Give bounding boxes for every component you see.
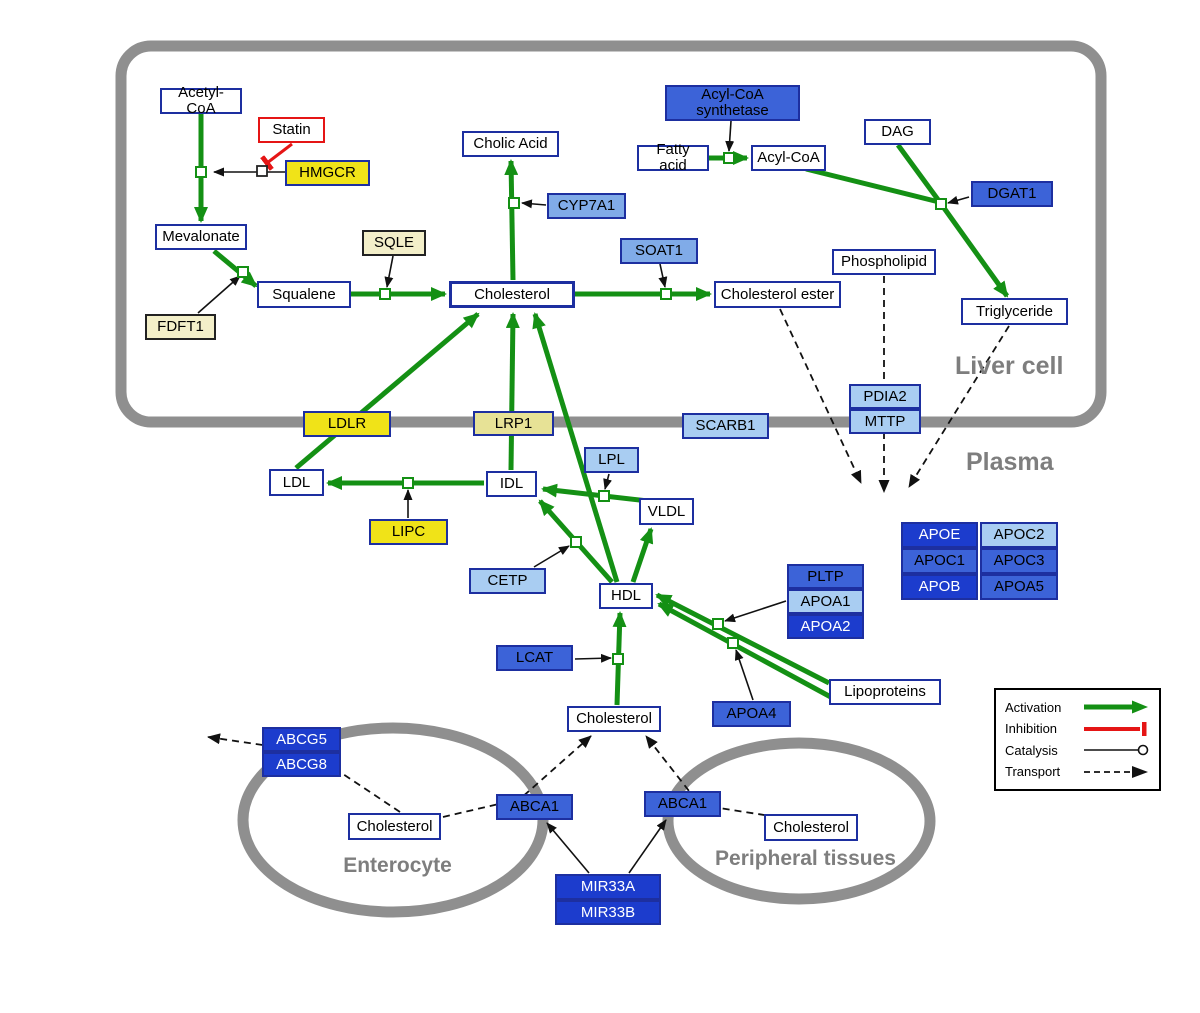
legend: Activation Inhibition Catalysis Transpor… xyxy=(994,688,1161,791)
legend-activation-label: Activation xyxy=(1005,699,1062,715)
node-lipc[interactable]: LIPC xyxy=(369,519,448,545)
catalysis-circle-icon xyxy=(1084,745,1149,756)
activation-edges xyxy=(194,114,1010,706)
node-cholesterol-ester[interactable]: Cholesterol ester xyxy=(714,281,841,308)
legend-catalysis-label: Catalysis xyxy=(1005,742,1058,758)
node-apoe[interactable]: APOE xyxy=(901,522,978,548)
enterocyte-membrane xyxy=(237,722,549,918)
inhibition-edge xyxy=(260,142,293,171)
legend-transport-row: Transport xyxy=(1005,762,1150,782)
node-lrp1[interactable]: LRP1 xyxy=(473,411,554,436)
node-cholesterol-peripheral[interactable]: Cholesterol xyxy=(764,814,858,841)
node-mttp[interactable]: MTTP xyxy=(849,409,921,434)
peripheral-tissues-label: Peripheral tissues xyxy=(715,847,896,870)
activation-arrow-icon xyxy=(1084,700,1148,714)
plasma-label: Plasma xyxy=(966,448,1054,476)
node-apoa5[interactable]: APOA5 xyxy=(980,574,1058,600)
node-ldl[interactable]: LDL xyxy=(269,469,324,496)
node-mir33b[interactable]: MIR33B xyxy=(555,900,661,925)
transport-dashed-arrow-icon xyxy=(1084,765,1148,778)
node-dag[interactable]: DAG xyxy=(864,119,931,145)
node-abca1-right[interactable]: ABCA1 xyxy=(644,791,721,817)
node-cyp7a1[interactable]: CYP7A1 xyxy=(547,193,626,219)
node-cholic-acid[interactable]: Cholic Acid xyxy=(462,131,559,157)
node-fatty-acid[interactable]: Fatty acid xyxy=(637,142,709,173)
node-apoc2[interactable]: APOC2 xyxy=(980,522,1058,548)
node-pdia2[interactable]: PDIA2 xyxy=(849,384,921,409)
node-cholesterol-enterocyte[interactable]: Cholesterol xyxy=(348,813,441,840)
node-acetyl-coa[interactable]: Acetyl-CoA xyxy=(160,85,242,116)
legend-transport-label: Transport xyxy=(1005,764,1061,780)
node-apoa1[interactable]: APOA1 xyxy=(787,589,864,614)
node-ldlr[interactable]: LDLR xyxy=(303,411,391,437)
statin-target-port xyxy=(256,165,268,177)
node-lpl[interactable]: LPL xyxy=(584,447,639,473)
node-abca1-left[interactable]: ABCA1 xyxy=(496,794,573,820)
inhibition-tbar-icon xyxy=(1084,721,1147,736)
node-fdft1[interactable]: FDFT1 xyxy=(145,314,216,340)
liver-cell-label: Liver cell xyxy=(955,352,1064,380)
node-hdl[interactable]: HDL xyxy=(599,583,653,609)
node-lcat[interactable]: LCAT xyxy=(496,645,573,671)
node-apoa2[interactable]: APOA2 xyxy=(787,614,864,639)
node-triglyceride[interactable]: Triglyceride xyxy=(961,298,1068,325)
node-abcg8[interactable]: ABCG8 xyxy=(262,752,341,777)
node-apoc3[interactable]: APOC3 xyxy=(980,548,1058,574)
node-hmgcr[interactable]: HMGCR xyxy=(285,160,370,186)
node-mevalonate[interactable]: Mevalonate xyxy=(155,224,247,250)
legend-inhibition-label: Inhibition xyxy=(1005,721,1058,737)
node-idl[interactable]: IDL xyxy=(486,471,537,497)
legend-catalysis-row: Catalysis xyxy=(1005,740,1150,760)
node-acyl-coa[interactable]: Acyl-CoA xyxy=(751,145,826,171)
node-dgat1[interactable]: DGAT1 xyxy=(971,181,1053,207)
legend-inhibition-row: Inhibition xyxy=(1005,719,1150,739)
process-nodes xyxy=(195,152,947,665)
peripheral-tissues-membrane xyxy=(662,737,936,905)
node-apoa4[interactable]: APOA4 xyxy=(712,701,791,727)
node-vldl[interactable]: VLDL xyxy=(639,498,694,525)
node-cholesterol-liver[interactable]: Cholesterol xyxy=(449,281,575,308)
node-scarb1[interactable]: SCARB1 xyxy=(682,413,769,439)
node-pltp[interactable]: PLTP xyxy=(787,564,864,589)
node-apob[interactable]: APOB xyxy=(901,574,978,600)
node-abcg5[interactable]: ABCG5 xyxy=(262,727,341,752)
node-soat1[interactable]: SOAT1 xyxy=(620,238,698,264)
node-squalene[interactable]: Squalene xyxy=(257,281,351,308)
node-apoc1[interactable]: APOC1 xyxy=(901,548,978,574)
node-acyl-coa-synthetase[interactable]: Acyl-CoA synthetase xyxy=(665,85,800,121)
compartment-outlines xyxy=(115,40,1107,918)
node-lipoproteins[interactable]: Lipoproteins xyxy=(829,679,941,705)
enterocyte-label: Enterocyte xyxy=(343,854,452,877)
liver-cell-membrane xyxy=(115,40,1107,428)
node-statin[interactable]: Statin xyxy=(258,117,325,143)
node-cholesterol-plasma[interactable]: Cholesterol xyxy=(567,706,661,732)
node-mir33a[interactable]: MIR33A xyxy=(555,874,661,900)
node-cetp[interactable]: CETP xyxy=(469,568,546,594)
legend-activation-row: Activation xyxy=(1005,697,1150,717)
catalysis-edges xyxy=(197,120,970,874)
node-phospholipid[interactable]: Phospholipid xyxy=(832,249,936,275)
node-sqle[interactable]: SQLE xyxy=(362,230,426,256)
